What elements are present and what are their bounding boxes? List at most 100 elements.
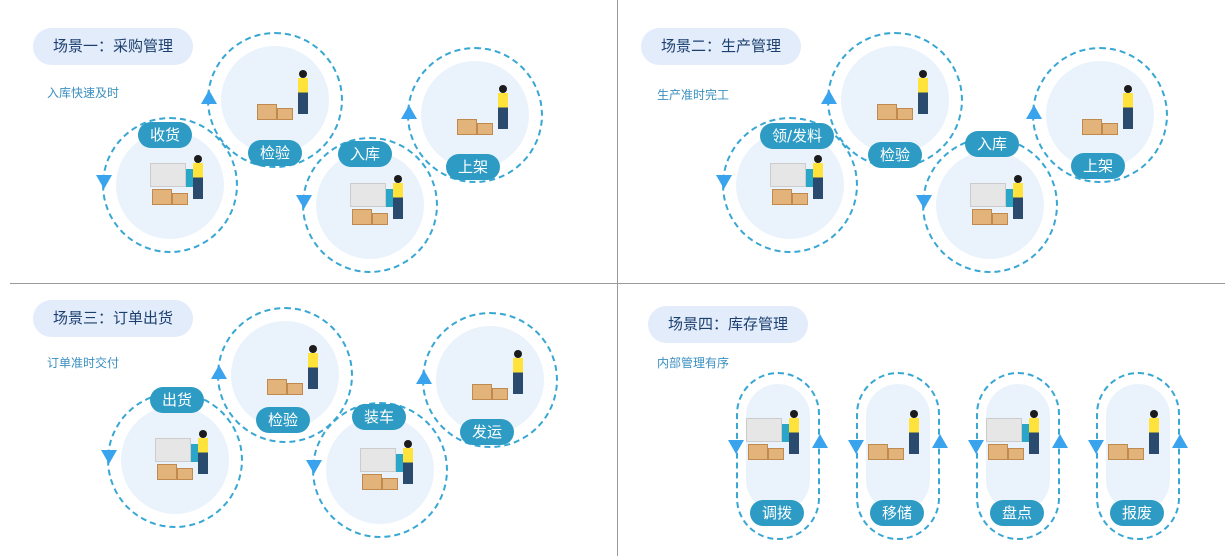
flow-arrow-icon: [101, 450, 117, 464]
cargo-box-icon: [1082, 119, 1102, 135]
cargo-box-icon: [772, 189, 792, 205]
step-label: 入库: [965, 131, 1020, 157]
flow-arrow-up-icon: [812, 434, 828, 448]
worker-icon: [789, 418, 799, 454]
worker-icon: [298, 78, 308, 114]
truck-icon: [360, 448, 396, 472]
scene-title: 场景二：生产管理: [641, 28, 802, 65]
scene-title: 场景一：采购管理: [33, 28, 194, 65]
flow-arrow-icon: [821, 90, 837, 104]
cargo-box-icon: [472, 384, 492, 400]
cargo-box-icon: [988, 444, 1008, 460]
flow-arrow-icon: [716, 175, 732, 189]
step-label: 发运: [460, 419, 515, 445]
flow-arrow-icon: [296, 195, 312, 209]
cargo-box-icon: [257, 104, 277, 120]
truck-icon: [970, 183, 1006, 207]
truck-icon: [770, 163, 806, 187]
truck-icon: [986, 418, 1022, 442]
worker-head-icon: [499, 85, 507, 93]
worker-head-icon: [919, 70, 927, 78]
flow-loop: [736, 372, 820, 540]
flow-arrow-down-icon: [848, 440, 864, 454]
step-illustration-bg: [221, 46, 329, 154]
step-label: 领/发料: [760, 123, 835, 149]
worker-icon: [513, 358, 523, 394]
flow-arrow-down-icon: [968, 440, 984, 454]
flow-arrow-icon: [211, 365, 227, 379]
step-illustration-bg: [841, 46, 949, 154]
flow-arrow-down-icon: [1088, 440, 1104, 454]
flow-arrow-icon: [416, 370, 432, 384]
cargo-box-icon: [477, 123, 493, 135]
vertical-divider: [617, 0, 618, 556]
flow-arrow-icon: [401, 105, 417, 119]
step-label: 检验: [248, 140, 303, 166]
cargo-box-icon: [792, 193, 808, 205]
worker-head-icon: [299, 70, 307, 78]
worker-icon: [1029, 418, 1039, 454]
worker-head-icon: [514, 350, 522, 358]
step-label: 收货: [138, 122, 193, 148]
step-label: 上架: [446, 154, 501, 180]
step-illustration-bg: [436, 326, 544, 434]
cargo-box-icon: [177, 468, 193, 480]
flow-arrow-up-icon: [932, 434, 948, 448]
cargo-box-icon: [897, 108, 913, 120]
scene-title: 场景四：库存管理: [648, 306, 809, 343]
cargo-box-icon: [492, 388, 508, 400]
worker-icon: [193, 163, 203, 199]
cargo-box-icon: [362, 474, 382, 490]
worker-head-icon: [404, 440, 412, 448]
flow-ring: [312, 402, 448, 538]
worker-icon: [909, 418, 919, 454]
cargo-box-icon: [877, 104, 897, 120]
scene-subtitle: 订单准时交付: [47, 356, 120, 370]
cargo-box-icon: [748, 444, 768, 460]
truck-icon: [150, 163, 186, 187]
cargo-box-icon: [768, 448, 784, 460]
worker-head-icon: [1150, 410, 1158, 418]
cargo-box-icon: [1108, 444, 1128, 460]
scene-title: 场景三：订单出货: [33, 300, 194, 337]
scene-subtitle: 入库快速及时: [47, 86, 120, 100]
worker-head-icon: [910, 410, 918, 418]
worker-icon: [403, 448, 413, 484]
cargo-box-icon: [1128, 448, 1144, 460]
cargo-box-icon: [1008, 448, 1024, 460]
flow-arrow-icon: [306, 460, 322, 474]
worker-head-icon: [309, 345, 317, 353]
worker-head-icon: [194, 155, 202, 163]
cargo-box-icon: [888, 448, 904, 460]
step-label: 入库: [338, 141, 393, 167]
step-label: 报废: [1110, 500, 1165, 526]
flow-ring: [102, 117, 238, 253]
truck-icon: [155, 438, 191, 462]
flow-loop: [976, 372, 1060, 540]
cargo-box-icon: [267, 379, 287, 395]
worker-icon: [198, 438, 208, 474]
worker-head-icon: [1014, 175, 1022, 183]
cargo-box-icon: [992, 213, 1008, 225]
step-label: 检验: [868, 142, 923, 168]
step-label: 上架: [1071, 153, 1126, 179]
worker-icon: [498, 93, 508, 129]
flow-arrow-icon: [96, 175, 112, 189]
cargo-box-icon: [868, 444, 888, 460]
flow-arrow-up-icon: [1052, 434, 1068, 448]
worker-icon: [813, 163, 823, 199]
scene-subtitle: 内部管理有序: [657, 356, 730, 370]
scene-subtitle: 生产准时完工: [657, 88, 730, 102]
flow-arrow-down-icon: [728, 440, 744, 454]
flow-ring: [722, 117, 858, 253]
cargo-box-icon: [277, 108, 293, 120]
step-label: 调拨: [750, 500, 805, 526]
cargo-box-icon: [172, 193, 188, 205]
flow-loop: [856, 372, 940, 540]
flow-ring: [302, 137, 438, 273]
step-label: 盘点: [990, 500, 1045, 526]
cargo-box-icon: [457, 119, 477, 135]
worker-head-icon: [199, 430, 207, 438]
worker-head-icon: [1124, 85, 1132, 93]
cargo-box-icon: [287, 383, 303, 395]
